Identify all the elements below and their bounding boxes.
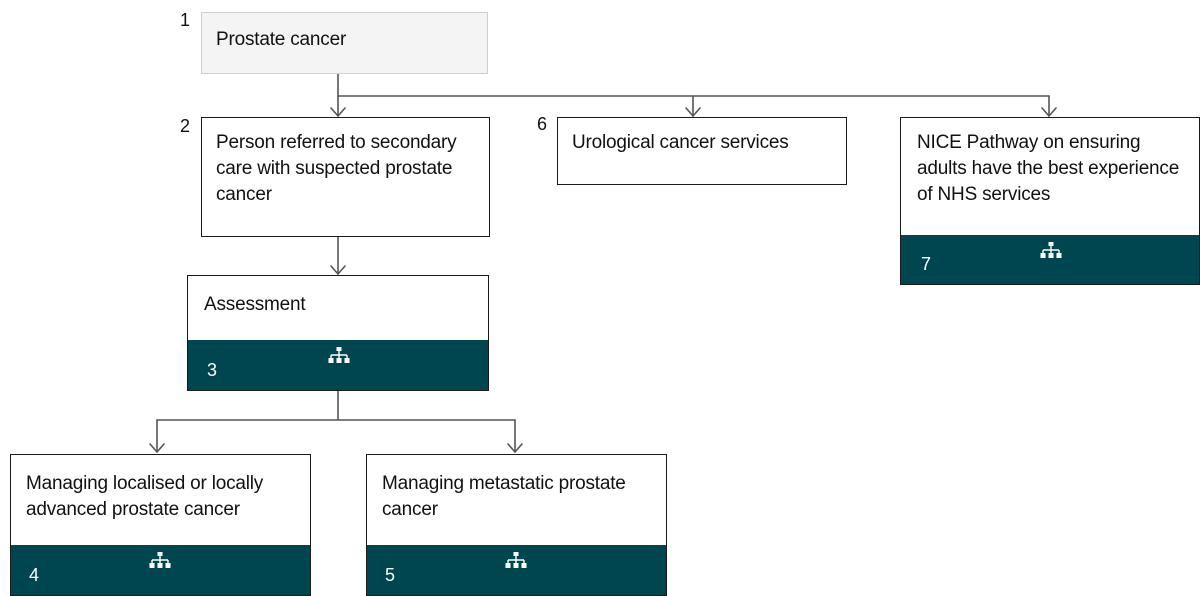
node-title: Person referred to secondary care with s… [216,132,457,205]
node-title: Managing localised or locally advanced p… [26,473,264,520]
node-title: Urological cancer services [572,132,789,153]
node-assessment[interactable]: Assessment 3 [187,275,489,391]
node-title: Prostate cancer [216,29,347,50]
node-prostate-cancer[interactable]: Prostate cancer [201,12,488,74]
node-nice-pathway-experience[interactable]: NICE Pathway on ensuring adults have the… [900,117,1200,285]
node-title: Managing metastatic prostate cancer [382,473,626,520]
node-footer: 5 [367,545,666,595]
node-urological-cancer-services[interactable]: Urological cancer services [557,117,847,185]
arrowhead-7 [1041,107,1057,117]
arrowhead-6 [685,107,701,117]
node-title: NICE Pathway on ensuring adults have the… [917,132,1180,205]
step-number-1: 1 [180,10,191,30]
hierarchy-icon[interactable] [504,551,528,571]
hierarchy-icon[interactable] [327,346,351,366]
node-footer: 4 [11,545,310,595]
node-person-referred[interactable]: Person referred to secondary care with s… [201,117,490,237]
node-footer: 3 [188,340,488,390]
hierarchy-icon[interactable] [1039,241,1063,261]
step-number-6: 6 [537,114,548,134]
arrowhead-2 [330,107,346,117]
hierarchy-icon[interactable] [148,551,172,571]
node-managing-localised[interactable]: Managing localised or locally advanced p… [10,454,311,596]
node-title: Assessment [204,294,306,315]
edge-1-bus [337,73,1050,97]
step-number-7: 7 [921,254,932,274]
step-number-2: 2 [180,116,191,136]
arrowhead-4 [149,443,165,453]
node-managing-metastatic[interactable]: Managing metastatic prostate cancer 5 [366,454,667,596]
node-footer: 7 [901,235,1199,284]
step-number-5: 5 [385,565,396,585]
step-number-3: 3 [207,360,218,380]
edge-3-bus [156,390,516,421]
arrowhead-3 [330,265,346,275]
arrowhead-5 [507,443,523,453]
step-number-4: 4 [29,565,40,585]
